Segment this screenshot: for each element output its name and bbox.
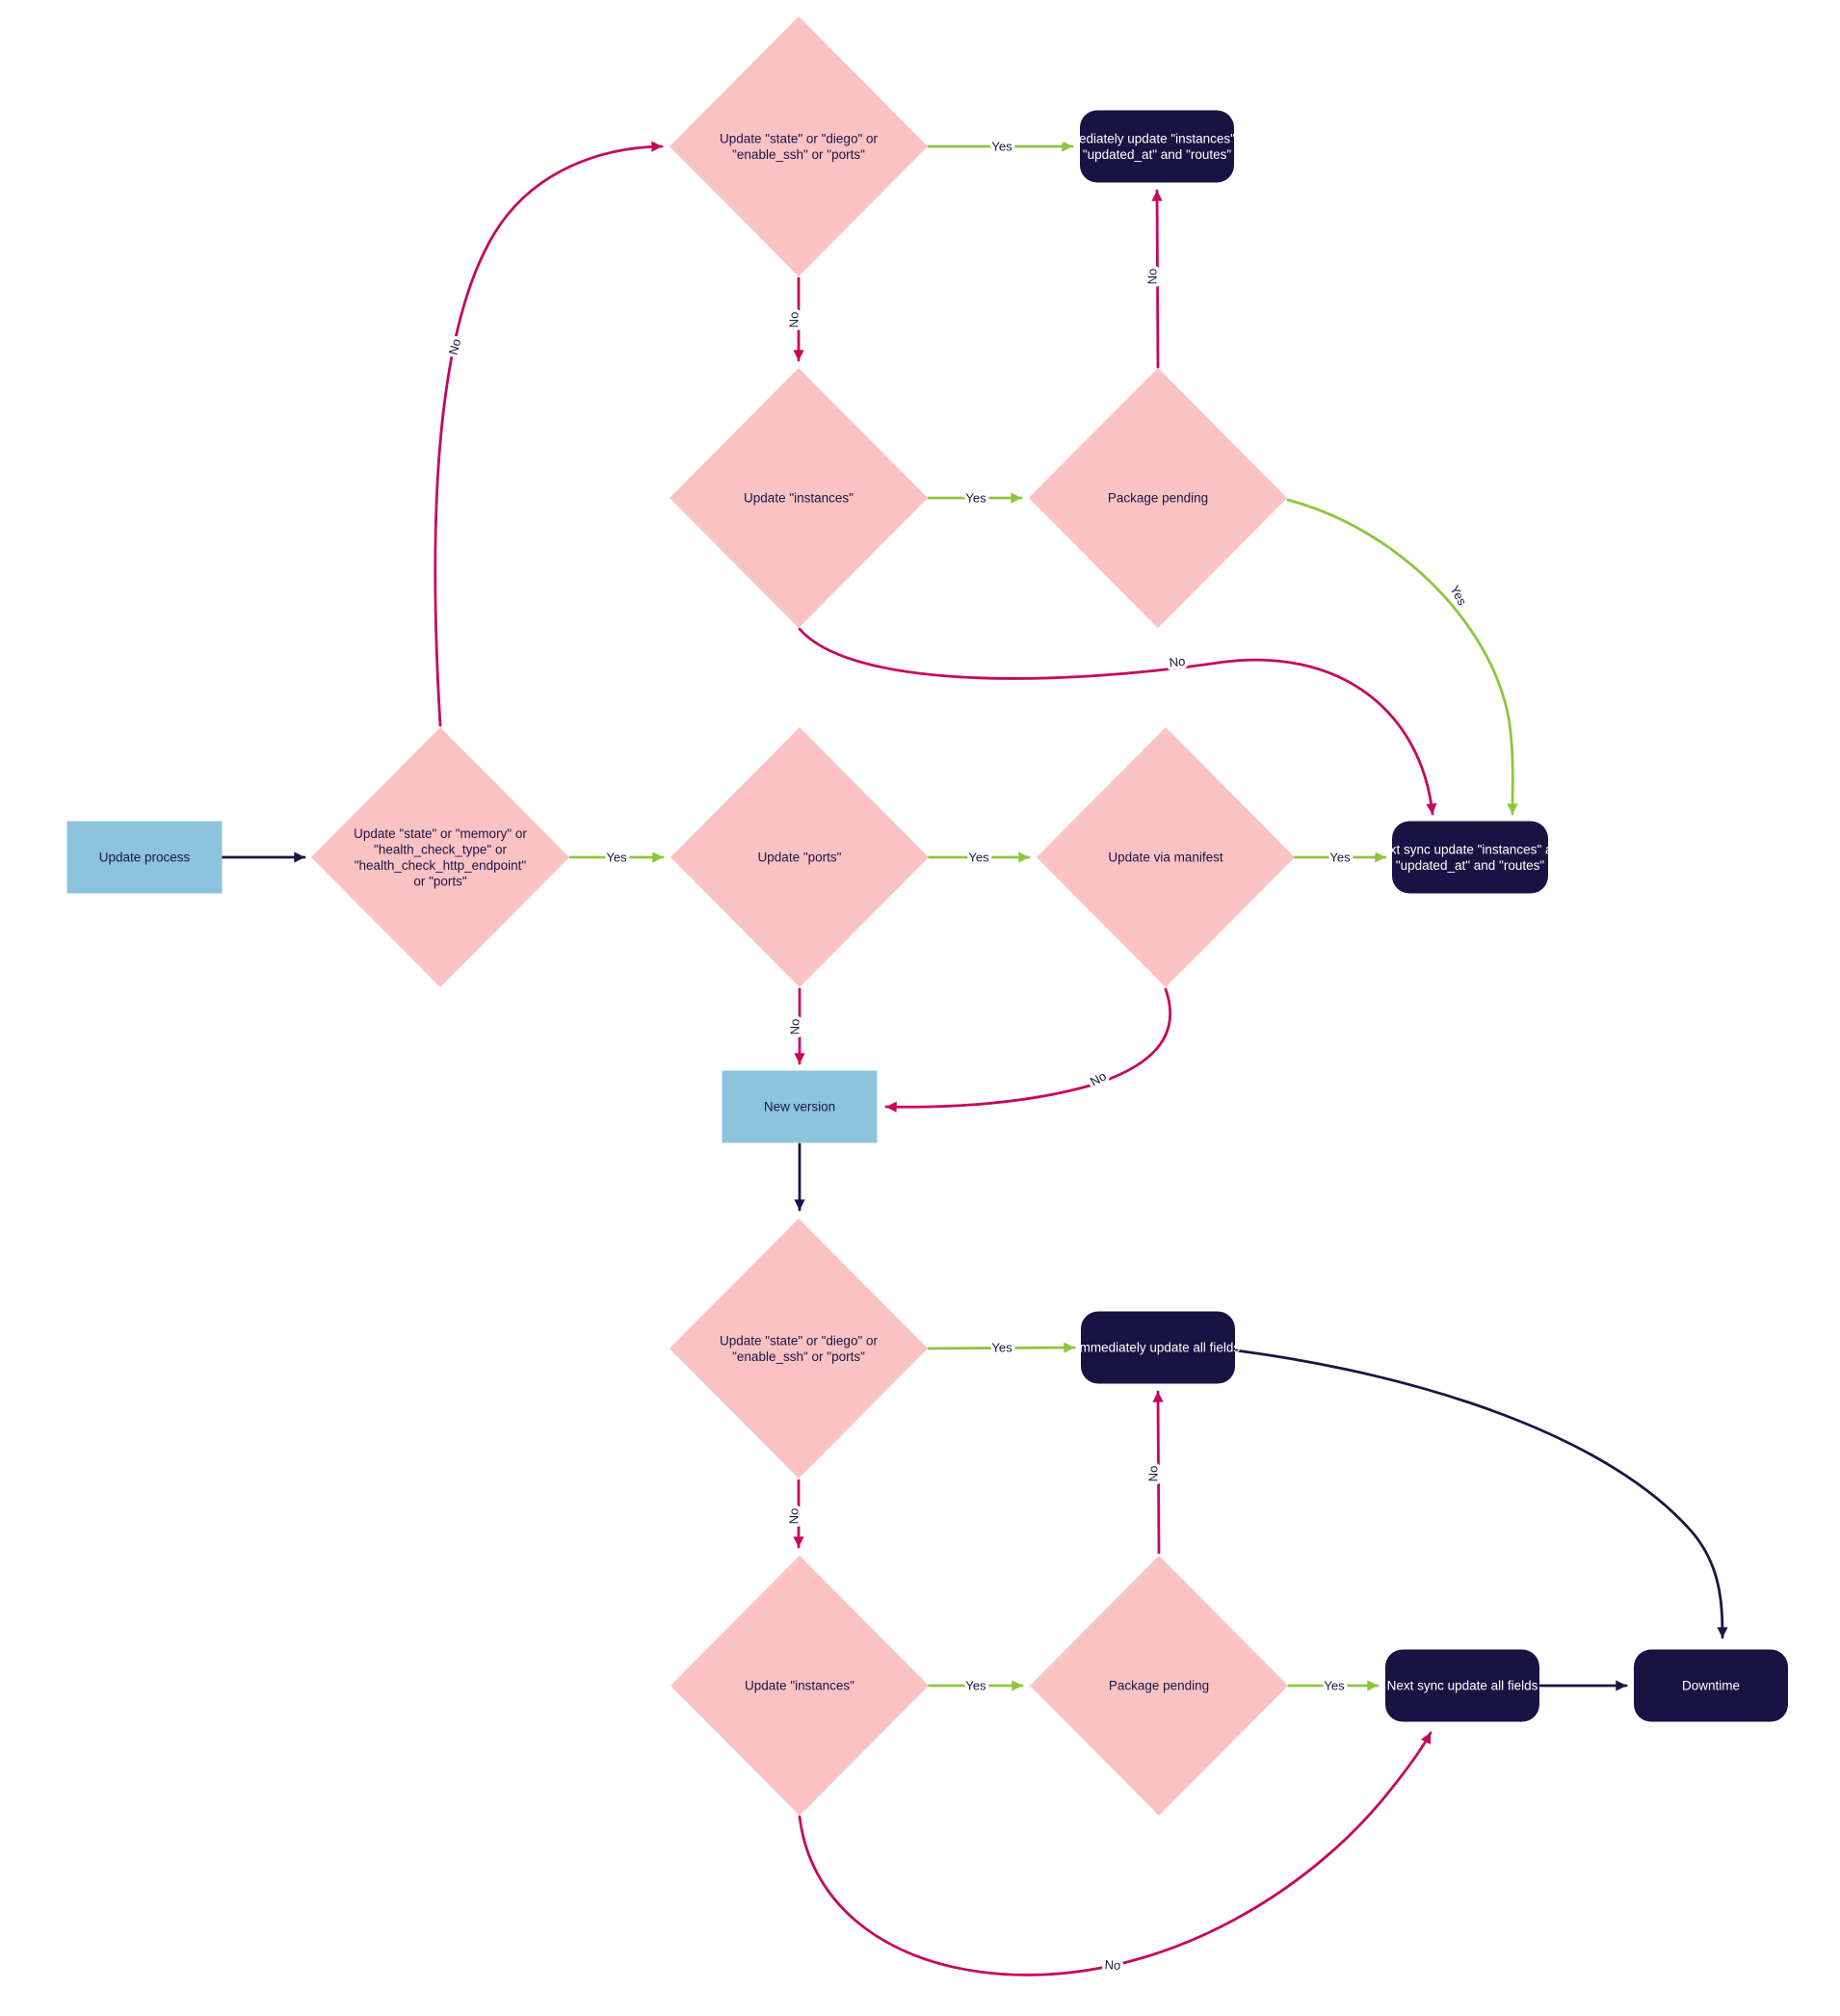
edge-immediately-update-all-to-downtime-path bbox=[1234, 1348, 1728, 1639]
edge-big-decision-no-to-top-decision-label: No bbox=[446, 337, 464, 356]
decision-update-state-diego-top: Update "state" or "diego" or"enable_ssh"… bbox=[670, 16, 928, 276]
decision-update-state-diego-top-shape bbox=[670, 16, 928, 276]
edge-update-via-manifest-no-to-new-version bbox=[884, 987, 1171, 1113]
edge-package-pending-yes-to-next-sync-instances-path bbox=[1286, 498, 1518, 816]
edge-update-ports-yes-to-update-via-manifest-label: Yes bbox=[968, 851, 989, 865]
edge-top-decision-yes-to-immediately-update-instances-label: Yes bbox=[991, 140, 1012, 154]
process-new-version: New version bbox=[722, 1070, 878, 1143]
edge-immediately-update-all-to-downtime bbox=[1234, 1348, 1728, 1639]
terminal-immediately-update-instances: Immediately update "instances" and"updat… bbox=[1054, 110, 1260, 183]
decision-update-ports-shape bbox=[670, 727, 929, 987]
edge-big-decision-no-to-top-decision bbox=[434, 141, 664, 727]
edge-update-via-manifest-yes-to-next-sync-instances-label: Yes bbox=[1329, 851, 1351, 865]
edge-update-instances-no-to-next-sync-instances bbox=[798, 627, 1437, 816]
edge-big-decision-yes-to-update-ports-label: Yes bbox=[606, 851, 627, 865]
edges-layer bbox=[221, 141, 1728, 1977]
decision-package-pending-bottom-shape bbox=[1030, 1556, 1288, 1816]
terminal-downtime-shape bbox=[1634, 1649, 1788, 1722]
decision-update-instances-bottom-shape bbox=[670, 1556, 929, 1816]
decision-package-pending-top: Package pending bbox=[1029, 368, 1287, 628]
edge-package-pending-no-to-immediately-update-instances-label: No bbox=[1145, 269, 1160, 285]
edge-update-instances-bottom-no-to-next-sync-all-label: No bbox=[1104, 1957, 1120, 1973]
process-update-process-shape bbox=[66, 821, 223, 894]
terminal-next-sync-update-instances: Next sync update "instances" and"updated… bbox=[1374, 821, 1566, 894]
edge-package-pending-bottom-no-to-immediately-update-all bbox=[1152, 1390, 1164, 1555]
edge-top-decision-no-to-update-instances-label: No bbox=[787, 312, 802, 328]
edge-update-instances-bottom-yes-to-package-pending-bottom-label: Yes bbox=[965, 1679, 986, 1693]
decision-update-instances-top: Update "instances" bbox=[670, 368, 928, 628]
edge-update-instances-no-to-next-sync-instances-label: No bbox=[1169, 654, 1186, 670]
terminal-immediately-update-all-fields-shape bbox=[1081, 1311, 1235, 1384]
edge-update-instances-bottom-no-to-next-sync-all bbox=[798, 1731, 1433, 1977]
decision-update-state-diego-bottom: Update "state" or "diego" or"enable_ssh"… bbox=[670, 1218, 928, 1479]
terminal-next-sync-update-all-fields-shape bbox=[1385, 1649, 1539, 1722]
edge-bottom-decision-no-to-update-instances-bottom-label: No bbox=[787, 1508, 802, 1525]
terminal-next-sync-update-all-fields: Next sync update all fields bbox=[1385, 1649, 1539, 1722]
decision-update-via-manifest: Update via manifest bbox=[1037, 727, 1295, 987]
terminal-immediately-update-instances-shape bbox=[1080, 110, 1234, 183]
decision-update-instances-bottom: Update "instances" bbox=[670, 1556, 929, 1816]
process-new-version-shape bbox=[722, 1070, 878, 1143]
edge-update-instances-bottom-no-to-next-sync-all-path bbox=[798, 1731, 1433, 1977]
terminal-immediately-update-all-fields: Immediately update all fields bbox=[1076, 1311, 1240, 1384]
edge-bottom-decision-yes-to-immediately-update-all-label: Yes bbox=[991, 1341, 1012, 1355]
nodes-layer: Update process Update "state" or "memory"… bbox=[66, 16, 1788, 1816]
edge-update-ports-no-to-new-version-label: No bbox=[788, 1019, 802, 1035]
edge-package-pending-yes-to-next-sync-instances bbox=[1286, 498, 1518, 816]
decision-update-instances-top-shape bbox=[670, 368, 928, 628]
edge-package-pending-bottom-yes-to-next-sync-all-label: Yes bbox=[1324, 1679, 1345, 1693]
decision-update-state-memory-healthcheck-shape bbox=[311, 727, 569, 987]
edge-big-decision-no-to-top-decision-path bbox=[434, 141, 664, 727]
edge-update-instances-yes-to-package-pending-label: Yes bbox=[965, 491, 986, 506]
edge-package-pending-bottom-no-to-immediately-update-all-label: No bbox=[1146, 1466, 1161, 1482]
decision-update-via-manifest-shape bbox=[1037, 727, 1295, 987]
decision-update-state-diego-bottom-shape bbox=[670, 1218, 928, 1479]
terminal-downtime: Downtime bbox=[1634, 1649, 1788, 1722]
edge-package-pending-no-to-immediately-update-instances bbox=[1151, 189, 1163, 369]
terminal-next-sync-update-instances-shape bbox=[1392, 821, 1548, 894]
edge-update-instances-no-to-next-sync-instances-path bbox=[798, 627, 1437, 816]
decision-package-pending-top-shape bbox=[1029, 368, 1287, 628]
decision-update-ports: Update "ports" bbox=[670, 727, 929, 987]
edge-package-pending-no-to-immediately-update-instances-path bbox=[1151, 189, 1163, 369]
decision-update-state-memory-healthcheck: Update "state" or "memory" or"health_che… bbox=[311, 727, 569, 987]
decision-package-pending-bottom: Package pending bbox=[1030, 1556, 1288, 1816]
process-update-process: Update process bbox=[66, 821, 223, 894]
edge-package-pending-bottom-no-to-immediately-update-all-path bbox=[1152, 1390, 1164, 1555]
edge-update-via-manifest-no-to-new-version-path bbox=[884, 987, 1171, 1113]
